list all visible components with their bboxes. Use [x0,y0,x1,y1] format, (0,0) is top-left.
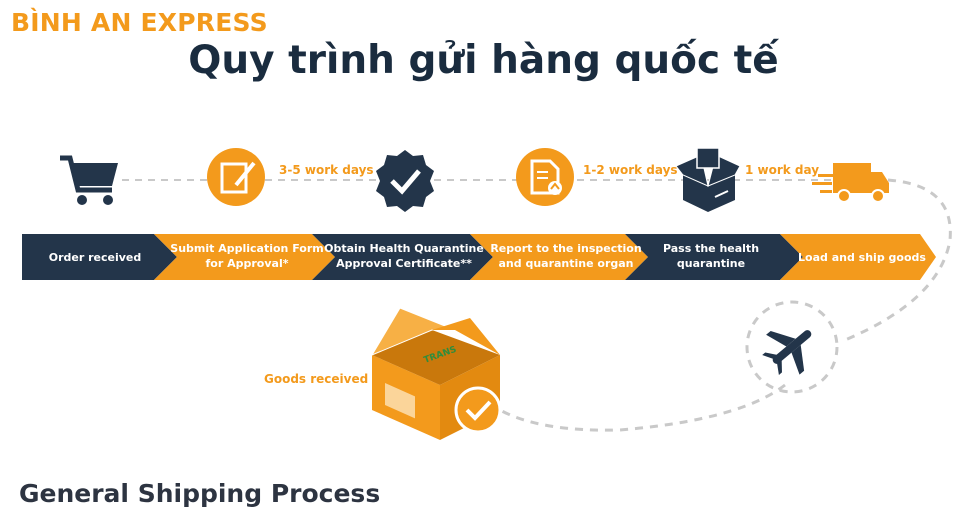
document-upload-icon [516,148,574,206]
package-box-icon [675,147,741,212]
route-dashed-lower [499,383,786,432]
step-4-label-line2: and quarantine organ [498,257,633,270]
duration-label-1: 3-5 work days [279,163,374,177]
open-box-icon [370,307,500,440]
brand-logo-text: BÌNH AN EXPRESS [11,8,268,37]
duration-label-3: 1 work day [745,163,819,177]
step-arrow-4 [470,234,648,280]
step-1-label: Order received [49,251,142,264]
step-arrow-2 [154,234,335,280]
step-3-label-line1: Obtain Health Quarantine [324,242,484,255]
step-6-label: Load and ship goods [798,251,926,264]
step-3-label-line2: Approval Certificate** [336,257,472,270]
process-caption: General Shipping Process [19,479,381,508]
goods-received-label: Goods received [264,372,368,386]
step-5-label-line2: quarantine [677,257,745,270]
airplane-ring [745,300,839,394]
check-circle-icon [454,386,502,434]
checkmark-badge-icon [376,150,434,212]
step-arrow-5 [625,234,803,280]
step-arrow-3 [312,234,493,280]
step-arrow-6 [780,234,936,280]
duration-label-2: 1-2 work days [583,163,678,177]
airplane-icon [762,330,812,375]
edit-form-icon [207,148,265,206]
step-4-label-line1: Report to the inspection [490,242,641,255]
shopping-cart-icon [60,155,118,205]
route-dashed-upper [844,178,952,342]
step-5-label-line1: Pass the health [663,242,759,255]
page-title: Quy trình gửi hàng quốc tế [188,38,779,83]
step-2-label-line1: Submit Application Form [170,242,323,255]
delivery-truck-icon [812,163,889,203]
step-2-label-line2: for Approval* [206,257,289,270]
step-arrow-1 [22,234,177,280]
